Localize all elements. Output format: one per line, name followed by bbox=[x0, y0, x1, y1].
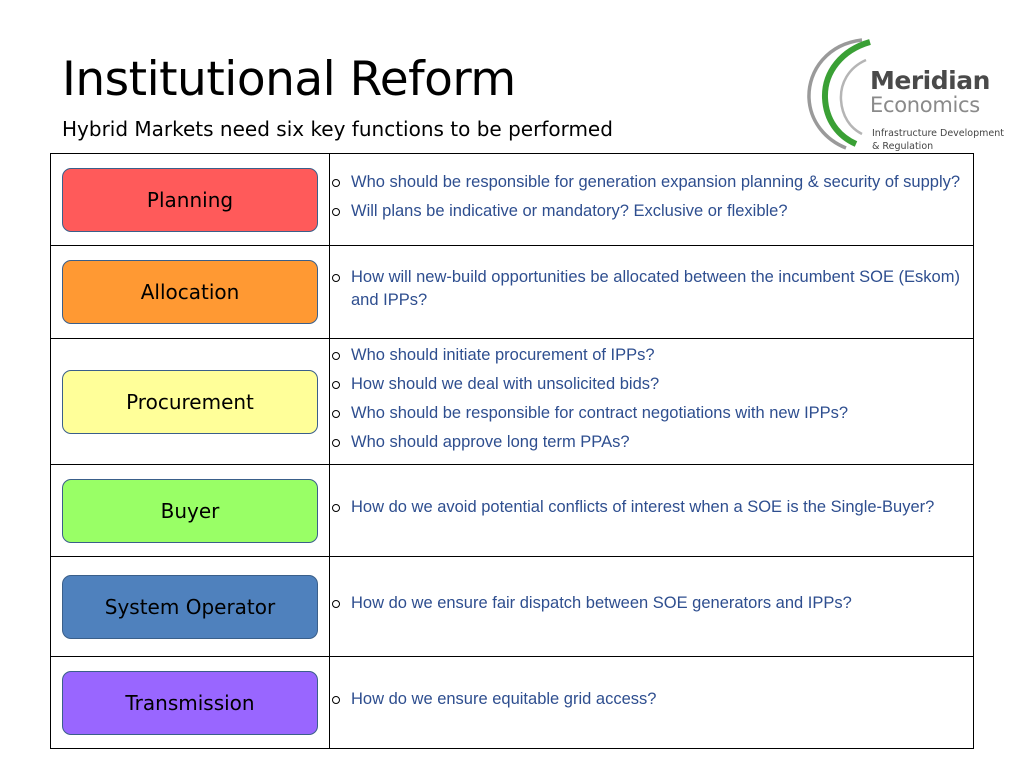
table-row-planning: Planning Who should be responsible for g… bbox=[50, 153, 974, 246]
questions-cell: Who should be responsible for generation… bbox=[329, 153, 974, 246]
function-pill-planning: Planning bbox=[62, 167, 318, 232]
logo-name-line1: Meridian bbox=[870, 66, 990, 95]
function-pill-allocation: Allocation bbox=[62, 260, 318, 324]
question-list: How will new-build opportunities be allo… bbox=[330, 266, 973, 312]
list-item: How do we ensure fair dispatch between S… bbox=[330, 592, 973, 615]
function-cell: Allocation bbox=[50, 245, 330, 339]
question-list: How do we ensure equitable grid access? bbox=[330, 688, 973, 711]
slide-subtitle: Hybrid Markets need six key functions to… bbox=[62, 117, 613, 141]
list-item: Who should approve long term PPAs? bbox=[330, 431, 973, 454]
company-logo: Meridian Economics Infrastructure Develo… bbox=[800, 36, 1010, 152]
list-item: How do we avoid potential conflicts of i… bbox=[330, 496, 973, 519]
question-list: Who should be responsible for generation… bbox=[330, 171, 973, 223]
function-cell: Procurement bbox=[50, 338, 330, 465]
functions-table: Planning Who should be responsible for g… bbox=[50, 153, 974, 749]
questions-cell: How do we ensure fair dispatch between S… bbox=[329, 556, 974, 657]
function-pill-buyer: Buyer bbox=[62, 478, 318, 543]
function-cell: Planning bbox=[50, 153, 330, 246]
logo-name-line2: Economics bbox=[870, 93, 980, 117]
function-cell: Transmission bbox=[50, 656, 330, 749]
questions-cell: How will new-build opportunities be allo… bbox=[329, 245, 974, 339]
question-list: How do we avoid potential conflicts of i… bbox=[330, 496, 973, 519]
logo-swoosh-icon bbox=[807, 38, 871, 150]
questions-cell: Who should initiate procurement of IPPs?… bbox=[329, 338, 974, 465]
question-list: Who should initiate procurement of IPPs?… bbox=[330, 344, 973, 454]
table-row-system-operator: System Operator How do we ensure fair di… bbox=[50, 556, 974, 657]
logo-tagline-line2: & Regulation bbox=[872, 141, 934, 152]
function-pill-system-operator: System Operator bbox=[62, 574, 318, 639]
slide-title: Institutional Reform bbox=[62, 52, 516, 107]
function-pill-procurement: Procurement bbox=[62, 369, 318, 434]
questions-cell: How do we avoid potential conflicts of i… bbox=[329, 464, 974, 557]
function-cell: System Operator bbox=[50, 556, 330, 657]
function-pill-transmission: Transmission bbox=[62, 670, 318, 735]
function-cell: Buyer bbox=[50, 464, 330, 557]
list-item: Who should be responsible for contract n… bbox=[330, 402, 973, 425]
list-item: How should we deal with unsolicited bids… bbox=[330, 373, 973, 396]
table-row-buyer: Buyer How do we avoid potential conflict… bbox=[50, 464, 974, 557]
list-item: How do we ensure equitable grid access? bbox=[330, 688, 973, 711]
question-list: How do we ensure fair dispatch between S… bbox=[330, 592, 973, 615]
list-item: Who should be responsible for generation… bbox=[330, 171, 973, 194]
logo-tagline-line1: Infrastructure Development bbox=[872, 128, 1004, 139]
questions-cell: How do we ensure equitable grid access? bbox=[329, 656, 974, 749]
list-item: Who should initiate procurement of IPPs? bbox=[330, 344, 973, 367]
table-row-transmission: Transmission How do we ensure equitable … bbox=[50, 656, 974, 749]
table-row-procurement: Procurement Who should initiate procurem… bbox=[50, 338, 974, 465]
list-item: How will new-build opportunities be allo… bbox=[330, 266, 973, 312]
table-row-allocation: Allocation How will new-build opportunit… bbox=[50, 245, 974, 339]
list-item: Will plans be indicative or mandatory? E… bbox=[330, 200, 973, 223]
